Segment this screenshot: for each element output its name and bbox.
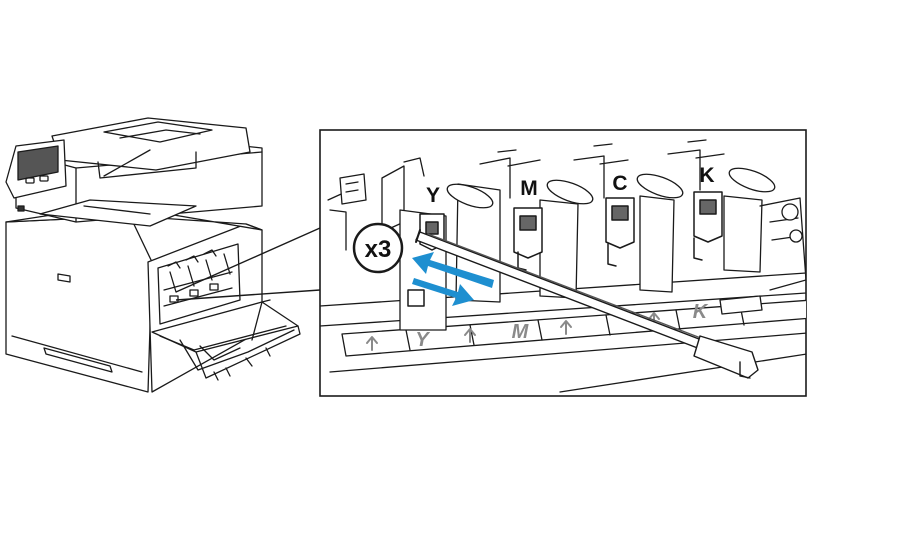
cleaning-rod: [415, 229, 759, 379]
cartridge-label-c: C: [612, 172, 627, 195]
tray-label-k: K: [693, 301, 709, 323]
printer-screen: [17, 145, 59, 181]
repeat-count-label: x3: [365, 236, 392, 263]
cartridge-label-k: K: [699, 164, 714, 187]
printer-illustration: [5, 117, 301, 393]
double-arrow-icon: [412, 252, 494, 306]
tray-letters: Y M K: [415, 301, 708, 351]
callout-connector: [175, 227, 321, 301]
latch-m: [513, 207, 543, 271]
left-block: [339, 173, 367, 205]
latch-c: [605, 197, 635, 267]
cartridge-letters: Y M C K: [426, 164, 715, 207]
detail-callout: x3 Y M C K Y M K: [319, 129, 807, 397]
cartridge-label-m: M: [520, 177, 538, 200]
cartridge-label-y: Y: [426, 184, 440, 207]
label-strip: [341, 299, 806, 357]
latch-k: [693, 191, 723, 261]
repeat-badge: x3: [352, 222, 404, 274]
tray-label-m: M: [512, 321, 530, 343]
tray-label-y: Y: [415, 329, 430, 351]
